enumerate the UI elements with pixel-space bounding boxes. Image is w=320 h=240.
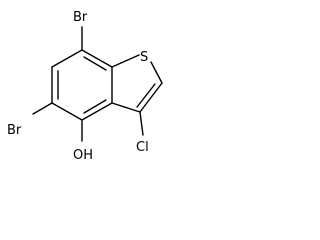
bond-c3-c3a	[111, 102, 141, 113]
sulfur-label: S	[140, 50, 148, 65]
molecule-structure: Br Br S OH Cl	[7, 10, 163, 163]
bromine-top-label: Br	[73, 10, 88, 25]
bond-c3a-c4	[81, 102, 113, 121]
bond-s-c2	[150, 61, 163, 84]
bond-c2-c3	[139, 82, 163, 113]
bromine-left-label: Br	[7, 123, 22, 138]
double-bond-c3a-c4	[83, 99, 107, 114]
bond-c7a-s	[111, 54, 140, 68]
chlorine-label: Cl	[136, 140, 149, 155]
hydroxyl-label: OH	[73, 148, 93, 163]
molecule-diagram: Br Br S OH Cl	[0, 0, 183, 177]
bond-c5-br	[32, 102, 53, 115]
double-bond-c2-c3	[136, 83, 156, 108]
bond-c7-c7a	[81, 49, 113, 68]
bond-c6-c7	[51, 49, 83, 68]
bond-c3-cl	[139, 111, 144, 136]
double-bond-c7-c7a	[83, 56, 107, 71]
bond-c4-c5	[51, 102, 83, 121]
